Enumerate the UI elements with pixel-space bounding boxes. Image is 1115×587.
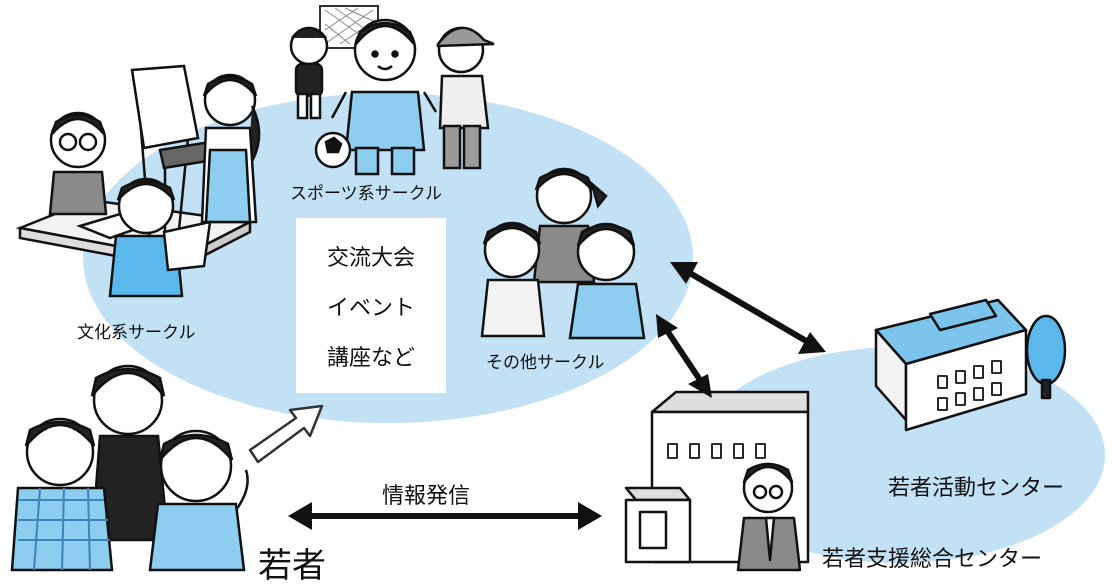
center-box-line-3: 講座など [326,346,415,371]
info-label: 情報発信 [382,484,471,509]
arrow-info-bidirectional [288,502,602,530]
culture-people-illustration [15,64,261,298]
arrow-circle-to-support [656,314,712,398]
activity-center-building-icon [874,298,1067,432]
support-center-building-icon [624,390,810,572]
other-people-illustration [480,167,646,340]
center-box-line-1: 交流大会 [326,246,415,271]
center-content-box: 交流大会 イベント 講座など [296,218,446,393]
activity-center-label: 若者活動センター [888,476,1065,501]
sports-circle-label: スポーツ系サークル [290,184,443,204]
support-center-label: 若者支援総合センター [822,547,1043,572]
youth-label: 若者 [258,546,326,586]
arrow-circle-to-activity [670,262,826,354]
sports-people-illustration [289,18,495,176]
arrow-youth-to-circle [248,404,324,464]
center-box-line-2: イベント [326,296,415,321]
youth-people-illustration [10,364,249,572]
other-circle-label: その他サークル [486,353,605,373]
culture-circle-label: 文化系サークル [77,323,196,343]
